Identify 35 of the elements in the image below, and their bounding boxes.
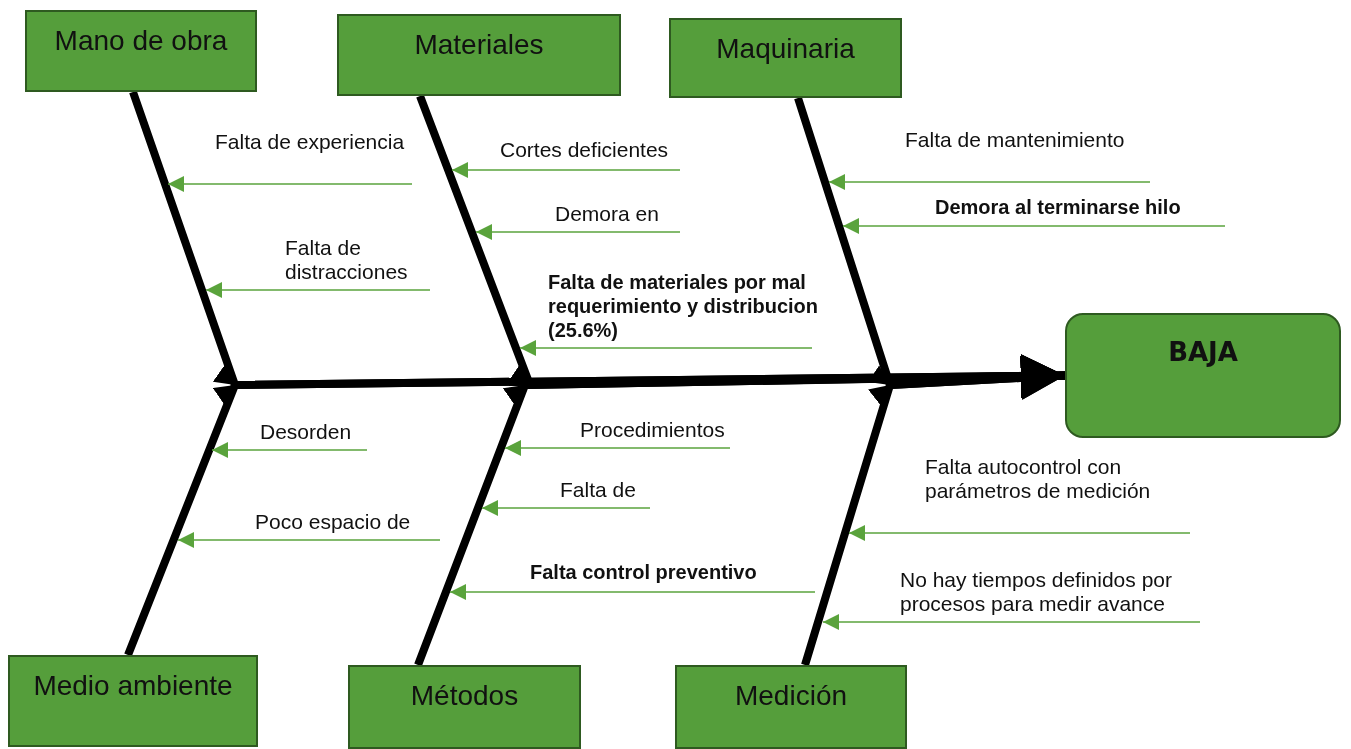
cause-text: Demora al terminarse hilo xyxy=(935,195,1181,219)
cause-text: Demora en xyxy=(555,202,659,226)
arrow xyxy=(211,442,368,458)
arrow xyxy=(842,218,1226,234)
cause-text: No hay tiempos definidos por procesos para medir avance xyxy=(900,568,1260,616)
category-box: Materiales xyxy=(337,14,621,96)
arrow xyxy=(519,340,813,356)
cause-text: Procedimientos xyxy=(580,418,725,442)
category-box: Medición xyxy=(675,665,907,749)
cause-text: Falta de mantenimiento xyxy=(905,128,1125,152)
cause-text: Falta de materiales por mal requerimiento y distribucion (25.6%) xyxy=(548,270,838,342)
category-box: Maquinaria xyxy=(669,18,902,98)
cause-text: Falta control preventivo xyxy=(530,560,757,584)
category-box: Métodos xyxy=(348,665,581,749)
category-box: Medio ambiente xyxy=(8,655,258,747)
arrow xyxy=(822,614,1201,630)
category-box: Mano de obra xyxy=(25,10,257,92)
arrow xyxy=(177,532,441,548)
cause-text: Cortes deficientes xyxy=(500,138,669,162)
cause-text: Poco espacio de xyxy=(255,510,411,534)
arrow xyxy=(449,584,816,600)
arrow xyxy=(504,440,731,456)
cause-text: Falta de xyxy=(560,478,636,502)
effect-box: BAJA xyxy=(1065,313,1341,438)
arrow xyxy=(481,500,651,516)
cause-text: Falta autocontrol con parámetros de medición xyxy=(925,455,1185,503)
cause-text: Desorden xyxy=(260,420,352,444)
arrow xyxy=(167,176,413,192)
cause-text: Falta de distracciones xyxy=(285,236,455,284)
arrow xyxy=(475,224,681,240)
cause-text: Falta de experiencia xyxy=(215,130,405,154)
arrow xyxy=(848,525,1191,541)
arrow xyxy=(205,282,431,298)
arrow xyxy=(828,174,1151,190)
arrow xyxy=(451,162,681,178)
